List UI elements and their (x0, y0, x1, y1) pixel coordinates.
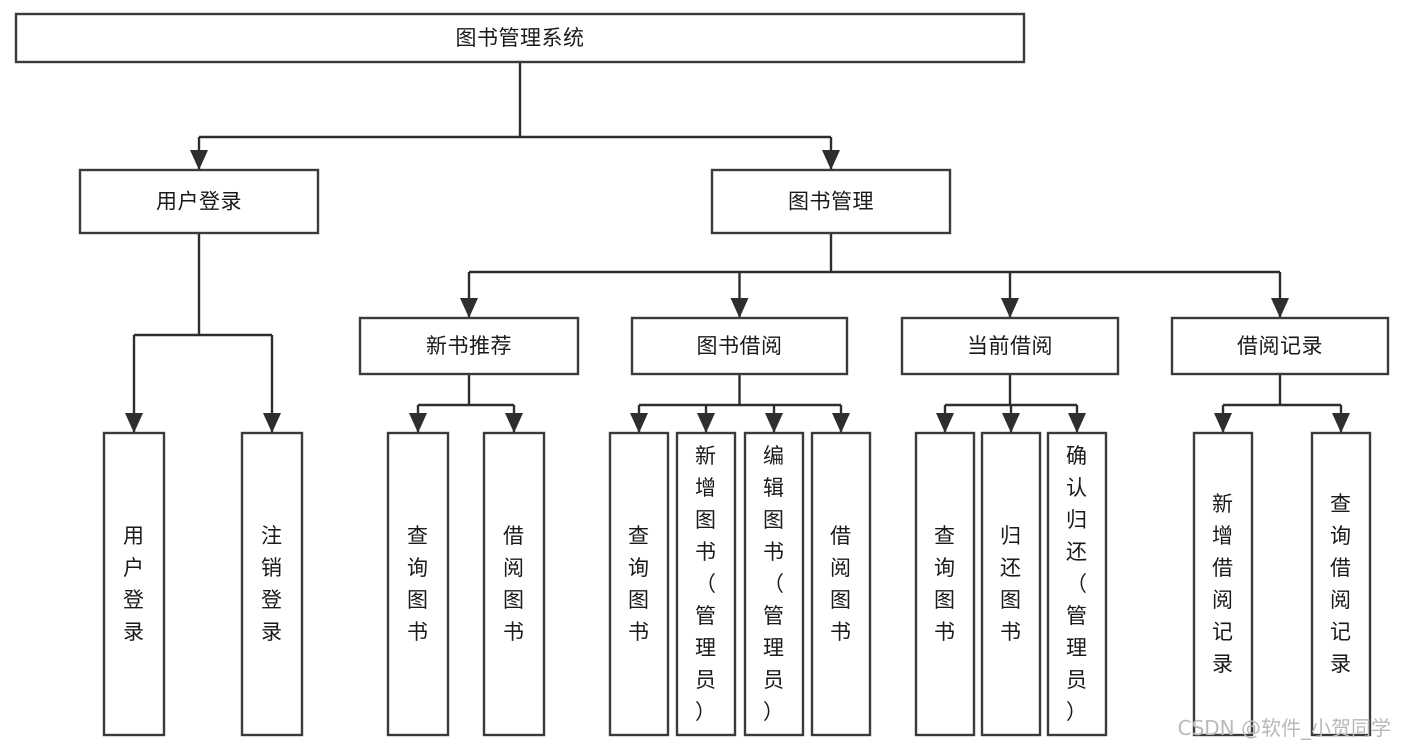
arrow-head-icon (697, 413, 715, 433)
arrow-head-icon (1002, 413, 1020, 433)
node-label: 图书管理系统 (456, 26, 585, 50)
node-user-login[interactable]: 用户登录 (78, 168, 320, 235)
node-label: 新书推荐 (426, 334, 512, 358)
arrow-head-icon (1214, 413, 1232, 433)
arrow-head-icon (1271, 298, 1289, 318)
node-label: 编辑图书（管理员） (763, 444, 785, 724)
arrow-head-icon (1001, 298, 1019, 318)
node-label: 查询图书 (934, 524, 956, 644)
node-label: 查询图书 (628, 524, 650, 644)
arrow-head-icon (505, 413, 523, 433)
node-leaf-confirm-return-admin[interactable]: 确认归还（管理员） (1046, 431, 1108, 737)
node-leaf-borrow-book[interactable]: 借阅图书 (810, 431, 872, 737)
node-root[interactable]: 图书管理系统 (14, 12, 1026, 64)
node-leaf-edit-book-admin[interactable]: 编辑图书（管理员） (743, 431, 805, 737)
node-leaf-query-book-current[interactable]: 查询图书 (914, 431, 976, 737)
arrow-head-icon (263, 413, 281, 433)
node-leaf-query-borrow-record[interactable]: 查询借阅记录 (1310, 431, 1372, 737)
node-label: 查询借阅记录 (1330, 492, 1352, 676)
node-label: 新增图书（管理员） (695, 444, 717, 724)
arrow-head-icon (936, 413, 954, 433)
node-label: 确认归还（管理员） (1066, 444, 1088, 724)
node-leaf-borrow-book-recommend[interactable]: 借阅图书 (482, 431, 546, 737)
arrow-head-icon (125, 413, 143, 433)
node-leaf-return-book[interactable]: 归还图书 (980, 431, 1042, 737)
node-label: 归还图书 (1000, 524, 1022, 644)
arrow-head-icon (190, 150, 208, 170)
arrow-head-icon (832, 413, 850, 433)
arrow-head-icon (765, 413, 783, 433)
arrow-head-icon (409, 413, 427, 433)
node-label: 新增借阅记录 (1212, 492, 1234, 676)
node-leaf-query-book-borrow[interactable]: 查询图书 (608, 431, 670, 737)
node-leaf-user-login[interactable]: 用户登录 (102, 431, 166, 737)
node-label: 图书借阅 (697, 334, 783, 358)
node-leaf-add-book-admin[interactable]: 新增图书（管理员） (675, 431, 737, 737)
node-book-manage[interactable]: 图书管理 (710, 168, 952, 235)
node-leaf-add-borrow-record[interactable]: 新增借阅记录 (1192, 431, 1254, 737)
node-layer: 图书管理系统用户登录图书管理新书推荐图书借阅当前借阅借阅记录用户登录注销登录查询… (14, 12, 1390, 737)
node-label: 注销登录 (261, 524, 283, 644)
node-label: 借阅图书 (503, 524, 525, 644)
arrow-head-icon (730, 298, 749, 318)
arrow-head-icon (1068, 413, 1086, 433)
node-label: 图书管理 (788, 190, 874, 214)
arrow-head-icon (460, 298, 478, 318)
node-label: 用户登录 (156, 190, 242, 214)
arrow-head-icon (1332, 413, 1350, 433)
connector-layer (125, 62, 1350, 433)
arrow-head-icon (630, 413, 648, 433)
node-book-borrow[interactable]: 图书借阅 (630, 316, 849, 376)
node-label: 查询图书 (407, 524, 429, 644)
node-borrow-record[interactable]: 借阅记录 (1170, 316, 1390, 376)
arrow-head-icon (822, 150, 840, 170)
node-leaf-logout-login[interactable]: 注销登录 (240, 431, 304, 737)
node-label: 借阅图书 (830, 524, 852, 644)
node-leaf-query-book-recommend[interactable]: 查询图书 (386, 431, 450, 737)
node-new-book-recommend[interactable]: 新书推荐 (358, 316, 580, 376)
node-label: 用户登录 (123, 524, 145, 644)
node-label: 当前借阅 (967, 334, 1053, 358)
node-label: 借阅记录 (1237, 334, 1323, 358)
node-current-borrow[interactable]: 当前借阅 (900, 316, 1120, 376)
